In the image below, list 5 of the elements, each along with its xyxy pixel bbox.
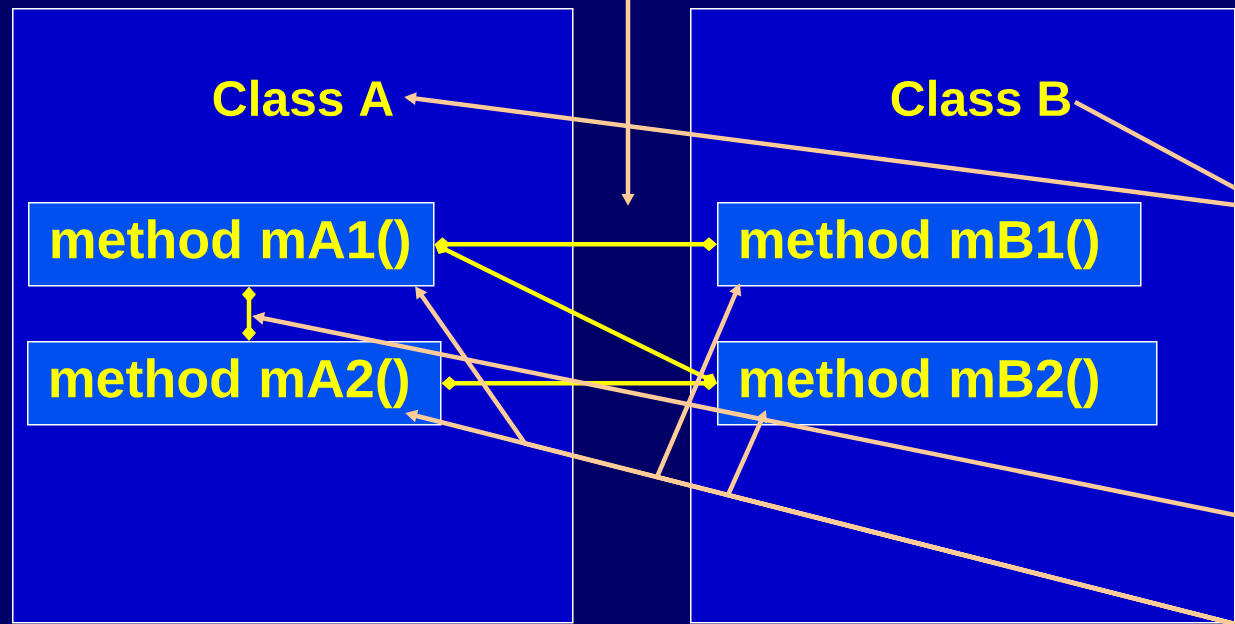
method-box: method mB2() [717,341,1158,426]
method-box: method mA1() [28,202,435,287]
method-box: method mB1() [717,202,1142,287]
method-box: method mA2() [27,341,442,426]
leader-line [1073,100,1235,190]
